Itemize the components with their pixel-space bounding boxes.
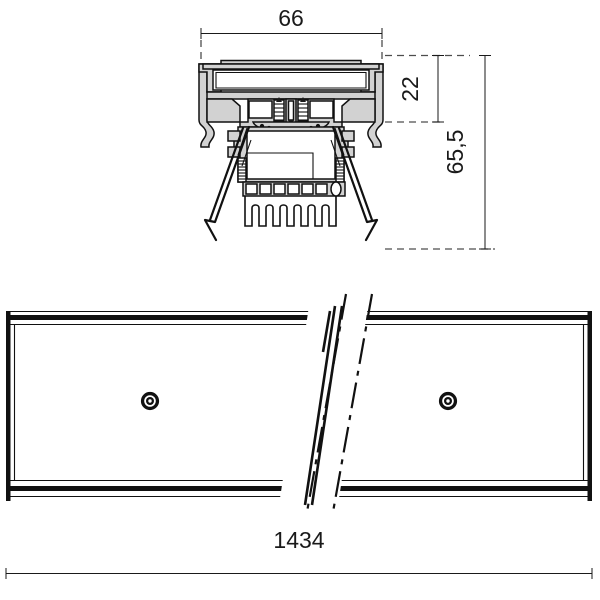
spring-clip-left-detail [237, 127, 252, 167]
mounting-screw-right [438, 391, 458, 411]
shelf-pocket-right [309, 100, 334, 119]
latch-tooth-right [297, 99, 309, 122]
latch-tooth-right-hatch [298, 103, 308, 121]
spring-coil-right [335, 157, 345, 183]
driver-gear-box-partition [247, 152, 314, 179]
screw-ring [439, 392, 457, 410]
spring-clip-left-back [208, 126, 245, 222]
diffuser-lens-inner-line [215, 71, 367, 89]
housing-right-end-cap [587, 311, 592, 501]
spring-clip-right-back [337, 126, 374, 222]
dimension-height-22: 22 [385, 54, 470, 123]
latch-tooth-left [273, 99, 285, 122]
latch-center-pin-slot [287, 100, 295, 121]
break-line-right [331, 293, 374, 513]
dimension-label-22: 22 [397, 76, 423, 102]
bottom-elevation-view [6, 293, 592, 513]
housing-mid-rail [206, 91, 376, 100]
terminal-block-cells [245, 183, 328, 195]
latch-arrow-left [276, 97, 282, 102]
center-latch-assembly [273, 97, 309, 126]
dimension-height-65-5: 65,5 [385, 55, 495, 250]
housing-left-end-cap [6, 311, 11, 501]
screw-drive-socket [446, 399, 450, 403]
driver-gear-box-face [246, 130, 336, 180]
latch-arrow-right [300, 97, 306, 102]
screw-ring [141, 392, 159, 410]
dimension-label-66: 66 [278, 5, 304, 31]
screw-drive-socket [148, 399, 152, 403]
terminal-end-cap [330, 181, 342, 197]
dimension-label-65-5: 65,5 [442, 130, 468, 175]
break-band-stubs-top [321, 310, 332, 353]
shelf-pocket-left [248, 100, 273, 119]
dimension-width-66: 66 [200, 5, 383, 66]
dimension-length-1434: 1434 [5, 527, 593, 579]
latch-tooth-left-hatch [274, 103, 284, 121]
spring-clip-right-detail [330, 127, 345, 167]
diffuser-lens-cavity [212, 69, 370, 91]
break-gap-mask [279, 306, 368, 505]
spring-coil-left [237, 157, 247, 183]
diffuser-top-edge [202, 63, 380, 70]
break-line-left [305, 293, 348, 513]
dimension-label-1434: 1434 [273, 527, 324, 553]
cross-section-view [198, 59, 384, 242]
mounting-screw-left [140, 391, 160, 411]
heatsink-fins [244, 196, 337, 227]
housing-top-band [6, 315, 592, 320]
